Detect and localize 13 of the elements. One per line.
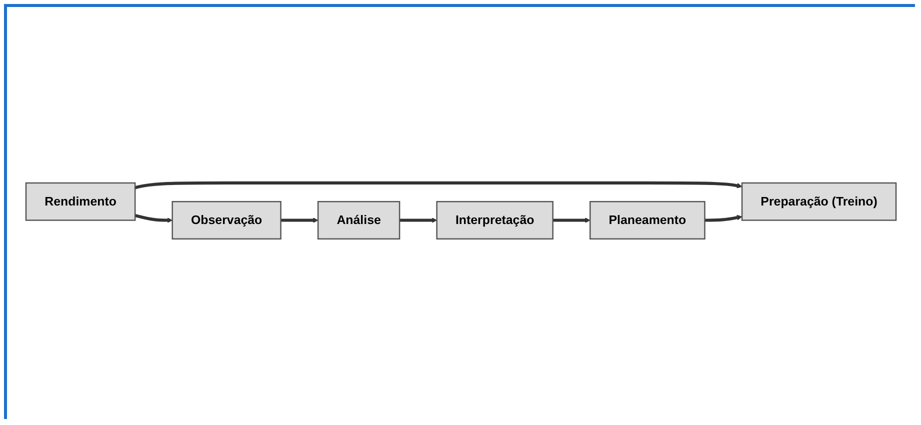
arrow xyxy=(280,217,318,223)
arrow xyxy=(134,214,173,223)
node-box xyxy=(436,200,554,240)
arrow xyxy=(134,180,742,189)
diagram-frame: Rendimento Observação Análise Interpretação Planeamento Preparação (Treino) xyxy=(4,4,915,419)
node-box xyxy=(741,182,897,220)
arrow xyxy=(400,217,438,223)
node-box xyxy=(317,200,400,240)
node-box xyxy=(590,200,706,240)
arrow xyxy=(704,214,742,222)
node-box xyxy=(25,182,136,220)
node-box xyxy=(172,200,282,240)
arrow xyxy=(552,217,590,223)
